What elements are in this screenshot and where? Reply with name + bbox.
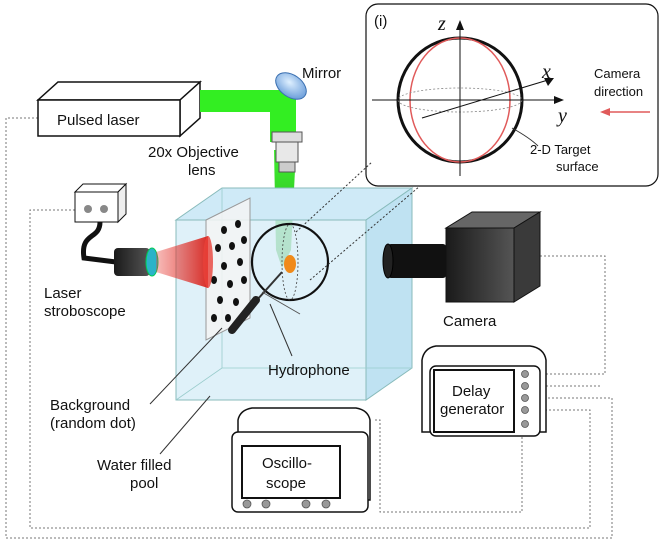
inset-tag: (i) xyxy=(374,13,387,30)
signal-wiring xyxy=(5,117,613,539)
pool-label-line2: pool xyxy=(130,475,158,492)
oscilloscope-label-line1: Oscillo- xyxy=(262,455,312,472)
target-surface-line2: surface xyxy=(556,159,599,174)
random-dot-background xyxy=(205,197,251,341)
camera-label: Camera xyxy=(443,313,497,330)
pulsed-laser: Pulsed laser xyxy=(36,80,202,138)
background-label-line2: (random dot) xyxy=(50,415,136,432)
laser-stroboscope-label-line1: Laser xyxy=(44,285,82,302)
mirror-label: Mirror xyxy=(302,65,341,82)
axis-z-label: z xyxy=(437,13,446,35)
camera-direction-line2: direction xyxy=(594,84,643,99)
camera-direction-line1: Camera xyxy=(594,66,641,81)
axis-y-label: y xyxy=(556,105,567,127)
oscilloscope: Oscillo- scope xyxy=(231,407,371,513)
delay-generator: Delay generator xyxy=(421,345,547,437)
objective-lens-label-line1: 20x Objective xyxy=(148,144,239,161)
laser-stroboscope xyxy=(73,182,213,288)
bubble-icon xyxy=(284,255,296,273)
background-label-line1: Background xyxy=(50,397,130,414)
objective-lens-label-line2: lens xyxy=(188,162,216,179)
camera xyxy=(382,211,542,303)
delay-generator-label-line1: Delay xyxy=(452,383,491,400)
laser-stroboscope-label-line2: stroboscope xyxy=(44,303,126,320)
target-region xyxy=(250,222,330,302)
axis-x-label: x xyxy=(541,61,551,83)
hydrophone-label: Hydrophone xyxy=(268,362,350,379)
oscilloscope-label-line2: scope xyxy=(266,475,306,492)
pulsed-laser-label: Pulsed laser xyxy=(57,112,140,129)
hydrophone xyxy=(228,271,301,334)
delay-generator-label-line2: generator xyxy=(440,401,504,418)
pool-label-line1: Water filled xyxy=(97,457,171,474)
target-surface-line1: 2-D Target xyxy=(530,142,591,157)
objective-lens xyxy=(271,131,303,173)
mirror-icon xyxy=(275,72,307,100)
inset-panel: (i) z x y Camera direction 2-D Target su… xyxy=(295,3,659,281)
